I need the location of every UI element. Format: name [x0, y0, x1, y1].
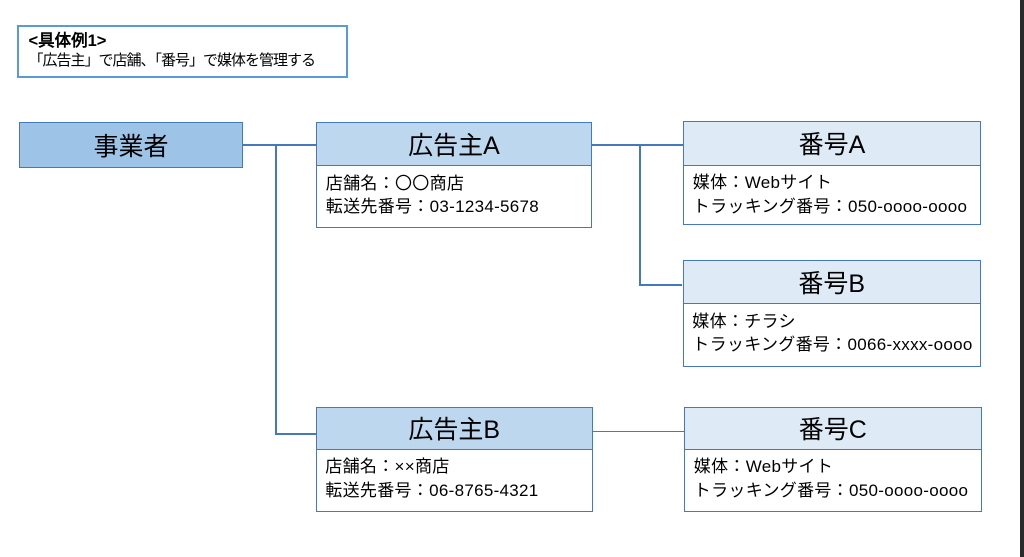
node-number-a-header: 番号A — [683, 121, 981, 166]
node-number-a-media-line: 媒体：Webサイト — [692, 173, 833, 193]
example-label-description: 「広告主」で店舗、「番号」で媒体を管理する — [28, 52, 317, 70]
node-advertiser-a-body: 店舗名：〇〇商店 転送先番号：03-1234-5678 — [316, 166, 592, 228]
example-label-box: <具体例1> 「広告主」で店舗、「番号」で媒体を管理する — [17, 25, 348, 78]
node-advertiser-b-forward-line: 転送先番号：06-8765-4321 — [325, 480, 539, 500]
node-advertiser-a-shop-line: 店舗名：〇〇商店 — [325, 173, 465, 193]
node-number-a-body: 媒体：Webサイト トラッキング番号：050-oooo-oooo — [683, 165, 981, 225]
node-advertiser-a-title: 広告主A — [408, 131, 500, 160]
node-number-b: 番号B 媒体：チラシ トラッキング番号：0066-xxxx-oooo — [682, 259, 981, 367]
node-number-b-media-line: 媒体：チラシ — [692, 311, 796, 331]
connector-to-advertiser-b — [274, 433, 316, 435]
node-advertiser-b-header: 広告主B — [315, 407, 593, 450]
node-operator-title: 事業者 — [93, 132, 169, 161]
node-operator: 事業者 — [19, 122, 243, 168]
connector-operator-trunk — [274, 144, 277, 435]
node-advertiser-a-header: 広告主A — [316, 121, 592, 166]
node-number-c-media-line: 媒体：Webサイト — [693, 457, 834, 477]
node-number-c: 番号C 媒体：Webサイト トラッキング番号：050-oooo-oooo — [684, 406, 982, 512]
connector-advertiser-a-to-number-a — [592, 144, 683, 146]
node-number-a: 番号A 媒体：Webサイト トラッキング番号：050-oooo-oooo — [683, 121, 981, 225]
node-number-b-tracking-line: トラッキング番号：0066-xxxx-oooo — [692, 335, 973, 355]
example-label-title: <具体例1> — [28, 31, 107, 50]
node-number-b-header: 番号B — [682, 259, 981, 304]
node-advertiser-a: 広告主A 店舗名：〇〇商店 転送先番号：03-1234-5678 — [316, 121, 592, 228]
node-advertiser-b-body: 店舗名：××商店 転送先番号：06-8765-4321 — [315, 449, 593, 512]
node-advertiser-b: 広告主B 店舗名：××商店 転送先番号：06-8765-4321 — [315, 407, 593, 512]
node-advertiser-a-forward-line: 転送先番号：03-1234-5678 — [325, 197, 540, 217]
node-number-c-tracking-line: トラッキング番号：050-oooo-oooo — [693, 480, 969, 500]
connector-operator-out — [243, 144, 316, 146]
page-edge-line — [1020, 0, 1024, 557]
node-advertiser-b-shop-line: 店舗名：××商店 — [325, 457, 450, 477]
node-number-c-header: 番号C — [684, 406, 982, 450]
connector-advertiser-b-to-number-c — [593, 430, 684, 433]
node-number-a-title: 番号A — [798, 131, 866, 160]
node-number-b-body: 媒体：チラシ トラッキング番号：0066-xxxx-oooo — [682, 304, 981, 367]
node-advertiser-b-title: 広告主B — [408, 416, 501, 445]
connector-to-number-b — [639, 284, 683, 286]
node-number-c-title: 番号C — [798, 416, 867, 444]
node-number-b-title: 番号B — [798, 269, 866, 298]
node-number-c-body: 媒体：Webサイト トラッキング番号：050-oooo-oooo — [684, 449, 982, 512]
connector-advertiser-a-trunk — [639, 144, 641, 286]
node-number-a-tracking-line: トラッキング番号：050-oooo-oooo — [692, 196, 968, 216]
